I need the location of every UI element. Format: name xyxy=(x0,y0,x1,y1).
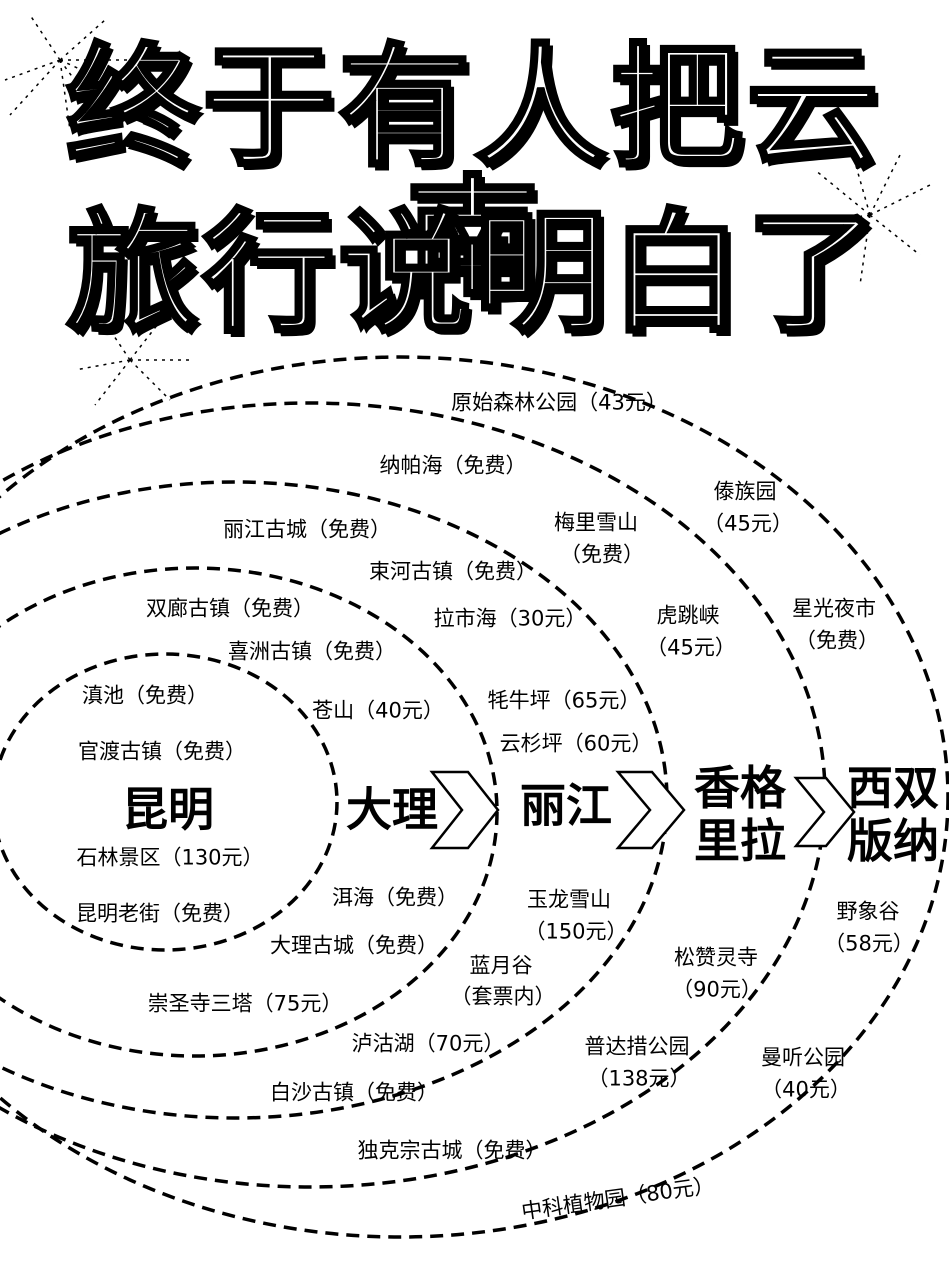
attraction-label: 丽江古城（免费） xyxy=(223,517,391,542)
attraction-label: 崇圣寺三塔（75元） xyxy=(147,991,343,1016)
attraction-label: 泸沽湖（70元） xyxy=(351,1031,505,1056)
chevron-arrow-icon xyxy=(615,770,686,850)
attraction-label: 玉龙雪山 xyxy=(527,887,611,912)
attraction-label: 双廊古镇（免费） xyxy=(146,596,314,621)
attraction-label: 曼听公园 xyxy=(761,1045,845,1070)
attraction-label: （150元） xyxy=(524,919,628,944)
attraction-label: （90元） xyxy=(672,977,762,1002)
firework-decoration xyxy=(4,14,931,406)
attraction-label: 官渡古镇（免费） xyxy=(78,739,246,764)
attraction-label: 牦牛坪（65元） xyxy=(487,688,641,713)
attraction-label: 星光夜市 xyxy=(792,596,876,621)
attraction-label: 野象谷 xyxy=(836,899,900,924)
attraction-label: 原始森林公园（43元） xyxy=(451,390,667,415)
ring-xishuangbanna xyxy=(0,355,949,1239)
page-title-line-1: 终于有人把云南 xyxy=(65,31,883,317)
ring-kunming xyxy=(0,652,339,952)
attraction-label: 苍山（40元） xyxy=(312,698,444,723)
city-xishuangbanna: 西双 版纳 xyxy=(847,761,939,868)
attraction-label: 白沙古镇（免费） xyxy=(270,1080,438,1105)
attraction-label: 喜洲古镇（免费） xyxy=(228,639,396,664)
attraction-label: 云杉坪（60元） xyxy=(499,731,653,756)
attraction-label: 独克宗古城（免费） xyxy=(357,1138,547,1163)
attraction-label: （45元） xyxy=(703,511,793,536)
page-title-line-2: 旅行说明白了 xyxy=(65,197,883,351)
attraction-label: 梅里雪山 xyxy=(554,510,638,535)
attraction-label: 滇池（免费） xyxy=(82,683,208,708)
city-dali: 大理 xyxy=(346,782,438,837)
attraction-label: 昆明老街（免费） xyxy=(76,901,244,926)
chevron-arrow-icon xyxy=(793,776,856,848)
attraction-label: 石林景区（130元） xyxy=(76,845,264,870)
attraction-label: （套票内） xyxy=(450,984,556,1009)
attraction-label: 纳帕海（免费） xyxy=(379,453,527,478)
city-kunming: 昆明 xyxy=(122,782,214,837)
attraction-label: （58元） xyxy=(824,931,914,956)
attraction-label: 大理古城（免费） xyxy=(270,933,438,958)
city-shangri-la: 香格 里拉 xyxy=(694,761,786,868)
attraction-label: 普达措公园 xyxy=(584,1034,690,1059)
attraction-label: （45元） xyxy=(646,635,736,660)
attraction-label: 傣族园 xyxy=(713,479,777,504)
attraction-label: （免费） xyxy=(795,628,879,653)
attraction-label: （138元） xyxy=(587,1066,691,1091)
attraction-label: （免费） xyxy=(560,542,644,567)
chevron-arrow-icon xyxy=(429,770,500,850)
attraction-label: 蓝月谷 xyxy=(469,953,533,978)
attraction-label: 虎跳峡 xyxy=(656,603,720,628)
attraction-label: （40元） xyxy=(761,1077,851,1102)
attraction-label: 洱海（免费） xyxy=(332,885,458,910)
attraction-label: 束河古镇（免费） xyxy=(369,559,537,584)
attraction-label: 松赞灵寺 xyxy=(674,945,758,970)
attraction-label: 拉市海（30元） xyxy=(433,606,587,631)
city-lijiang: 丽江 xyxy=(520,778,612,833)
